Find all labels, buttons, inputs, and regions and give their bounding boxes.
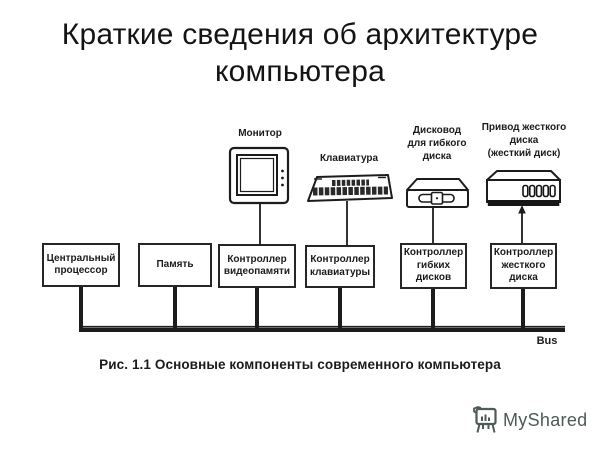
hdd-digits [522,184,556,198]
slide-title: Краткие сведения об архитектуре компьюте… [61,18,539,88]
myshared-brand-text: MyShared [503,409,588,430]
hard-disk-label: Привод жесткого диска (жесткий диск) [481,122,567,159]
bus-line [79,325,565,332]
figure-caption: Рис. 1.1 Основные компоненты современног… [99,357,501,372]
box-video-controller: Контроллер видеопамяти [218,244,296,288]
box-keyboard-controller: Контроллер клавиатуры [305,245,375,288]
box-memory: Память [138,243,212,287]
bus-label: Bus [536,335,558,347]
hard-disk-icon [486,170,561,206]
hdd-connector-arrow-icon [518,205,526,214]
monitor-icon [228,146,290,205]
bus-drop-lines [79,286,525,331]
myshared-watermark: MyShared [472,404,587,436]
box-hdd-controller: Контроллер жесткого диска [490,243,557,289]
device-connector-lines [259,201,523,247]
keyboard-label: Клавиатура [319,153,379,164]
box-floppy-controller: Контроллер гибких дисков [400,243,467,289]
floppy-drive-label: Дисковод для гибкого диска [407,125,467,162]
box-cpu: Центральный процессор [42,243,120,287]
floppy-drive-icon [406,178,469,208]
keyboard-icon [307,174,393,202]
monitor-label: Монитор [238,128,282,139]
flipchart-icon [473,405,497,433]
